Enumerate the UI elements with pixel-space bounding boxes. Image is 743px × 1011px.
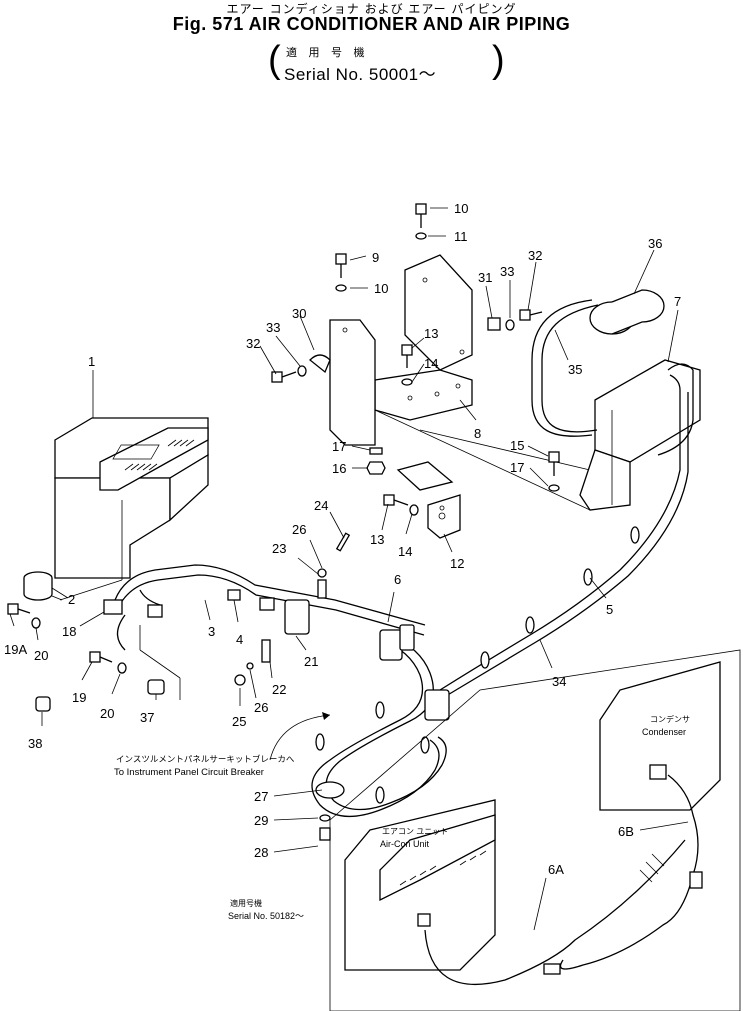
callout-33b: 33 [500, 264, 514, 279]
callout-38: 38 [28, 736, 42, 751]
inset-variant-box [329, 649, 741, 1011]
callout-14a: 14 [424, 356, 438, 371]
callout-19A: 19A [4, 642, 27, 657]
right-paren: ) [492, 39, 505, 81]
callout-27: 27 [254, 789, 268, 804]
condenser-label-jp: コンデンサ [650, 714, 690, 724]
callouts: 1 2 3 4 5 6 6A 6B 7 8 9 10 10 11 12 13 1… [4, 201, 689, 931]
aircon-label-jp: エアコン ユニット [382, 827, 448, 836]
figure-title: Fig. 571 AIR CONDITIONER AND AIR PIPING [172, 14, 571, 34]
callout-29: 29 [254, 813, 268, 828]
callout-10a: 10 [454, 201, 468, 216]
serial2-label-en: Serial No. 50182～ [228, 911, 304, 921]
callout-26b: 26 [254, 700, 268, 715]
callout-3: 3 [208, 624, 215, 639]
callout-14b: 14 [398, 544, 412, 559]
aircon-label-en: Air-Con Unit [380, 839, 430, 849]
callout-18: 18 [62, 624, 76, 639]
callout-28: 28 [254, 845, 268, 860]
instrument-note-en: To Instrument Panel Circuit Breaker [114, 767, 264, 778]
callout-6A: 6A [548, 862, 564, 877]
condenser-label-en: Condenser [642, 727, 686, 737]
receiver-drier-part-2 [23, 571, 69, 601]
callout-7: 7 [674, 294, 681, 309]
callout-21: 21 [304, 654, 318, 669]
callout-24: 24 [314, 498, 328, 513]
callout-26a: 26 [292, 522, 306, 537]
instrument-panel-note: インスツルメントパネルサーキットブレーカへ To Instrument Pane… [114, 712, 331, 778]
callout-16: 16 [332, 461, 346, 476]
pipe-clamps [284, 526, 640, 804]
callout-37: 37 [140, 710, 154, 725]
japanese-title: エアー コンディショナ および エアー パイピング [226, 2, 517, 16]
callout-35: 35 [568, 362, 582, 377]
left-paren: ( [268, 39, 281, 81]
callout-13b: 13 [370, 532, 384, 547]
callout-19: 19 [72, 690, 86, 705]
aircon-unit-part-1 [54, 417, 209, 601]
callout-15: 15 [510, 438, 524, 453]
callout-17b: 17 [510, 460, 524, 475]
callout-25: 25 [232, 714, 246, 729]
callout-5: 5 [606, 602, 613, 617]
callout-32a: 32 [246, 336, 260, 351]
callout-36: 36 [648, 236, 662, 251]
inset-labels: コンデンサ Condenser エアコン ユニット Air-Con Unit 適… [228, 714, 690, 921]
callout-33a: 33 [266, 320, 280, 335]
serial-applicability: ( 適 用 号 機 Serial No. 50001～ ) [268, 39, 505, 84]
callout-1: 1 [88, 354, 95, 369]
callout-17a: 17 [332, 439, 346, 454]
callout-13a: 13 [424, 326, 438, 341]
callout-34: 34 [552, 674, 566, 689]
piping-assembly [114, 374, 689, 818]
callout-23: 23 [272, 541, 286, 556]
serial-number: Serial No. 50001～ [284, 65, 437, 84]
callout-31: 31 [478, 270, 492, 285]
callout-11: 11 [454, 229, 468, 244]
condenser-part-7 [531, 289, 701, 511]
fittings [103, 589, 275, 700]
bracket-part-8 [329, 254, 591, 511]
callout-30: 30 [292, 306, 306, 321]
callout-32b: 32 [528, 248, 542, 263]
callout-20b: 20 [100, 706, 114, 721]
callout-10b: 10 [374, 281, 388, 296]
instrument-note-jp: インスツルメントパネルサーキットブレーカへ [116, 754, 295, 764]
serial2-label-jp: 適用号機 [230, 898, 262, 908]
callout-22: 22 [272, 682, 286, 697]
callout-9: 9 [372, 250, 379, 265]
bracket-part-12 [396, 461, 461, 539]
hardware [7, 203, 560, 841]
callout-6B: 6B [618, 824, 634, 839]
callout-6: 6 [394, 572, 401, 587]
callout-4: 4 [236, 632, 243, 647]
callout-2: 2 [68, 592, 75, 607]
callout-12: 12 [450, 556, 464, 571]
callout-8: 8 [474, 426, 481, 441]
serial-label-jp: 適 用 号 機 [286, 46, 369, 59]
callout-20a: 20 [34, 648, 48, 663]
